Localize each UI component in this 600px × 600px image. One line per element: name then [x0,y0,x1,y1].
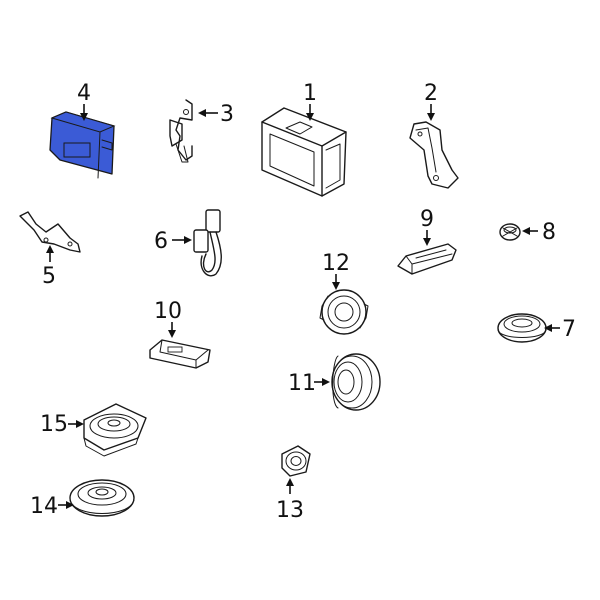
callout-6: 6 [154,229,192,254]
callout-9: 9 [420,207,434,246]
callout-6-label: 6 [154,229,168,254]
callout-5-label: 5 [42,264,56,289]
part-5-bracket[interactable] [19,211,81,253]
callout-13-label: 13 [276,498,304,523]
callout-8: 8 [522,220,556,245]
callout-15-label: 15 [40,412,68,437]
callout-8-label: 8 [542,220,556,245]
callout-7-label: 7 [562,317,576,342]
part-8-clip[interactable] [499,223,521,241]
part-7-speaker[interactable] [497,313,547,343]
callout-9-label: 9 [420,207,434,232]
callout-2-label: 2 [424,81,438,106]
callout-10-label: 10 [154,299,182,324]
callout-15: 15 [40,412,84,437]
part-4-control-module[interactable] [49,111,116,179]
part-1-main-unit[interactable] [261,107,347,197]
callout-14: 14 [30,494,74,519]
callout-13: 13 [276,478,304,523]
callout-4-label: 4 [77,81,91,106]
part-10-module[interactable] [149,339,211,369]
callout-10: 10 [154,299,182,338]
callout-2: 2 [424,81,438,121]
callout-11: 11 [288,371,330,396]
part-13-tweeter[interactable] [281,445,311,477]
part-2-bracket[interactable] [409,121,459,189]
part-6-wire-harness[interactable] [193,209,222,277]
part-11-speaker[interactable] [331,353,381,411]
part-14-speaker[interactable] [69,479,135,517]
callout-3: 3 [198,102,234,127]
part-12-speaker[interactable] [319,289,369,335]
callout-1: 1 [303,81,317,121]
callout-12: 12 [322,251,350,290]
part-15-speaker[interactable] [83,403,147,457]
part-9-module[interactable] [397,243,457,275]
callout-4: 4 [77,81,91,121]
callout-1-label: 1 [303,81,317,106]
callout-7: 7 [544,317,576,342]
callout-12-label: 12 [322,251,350,276]
callout-11-label: 11 [288,371,316,396]
callout-3-label: 3 [220,102,234,127]
part-3-bracket[interactable] [169,99,193,163]
callout-14-label: 14 [30,494,58,519]
callout-5: 5 [42,245,56,289]
